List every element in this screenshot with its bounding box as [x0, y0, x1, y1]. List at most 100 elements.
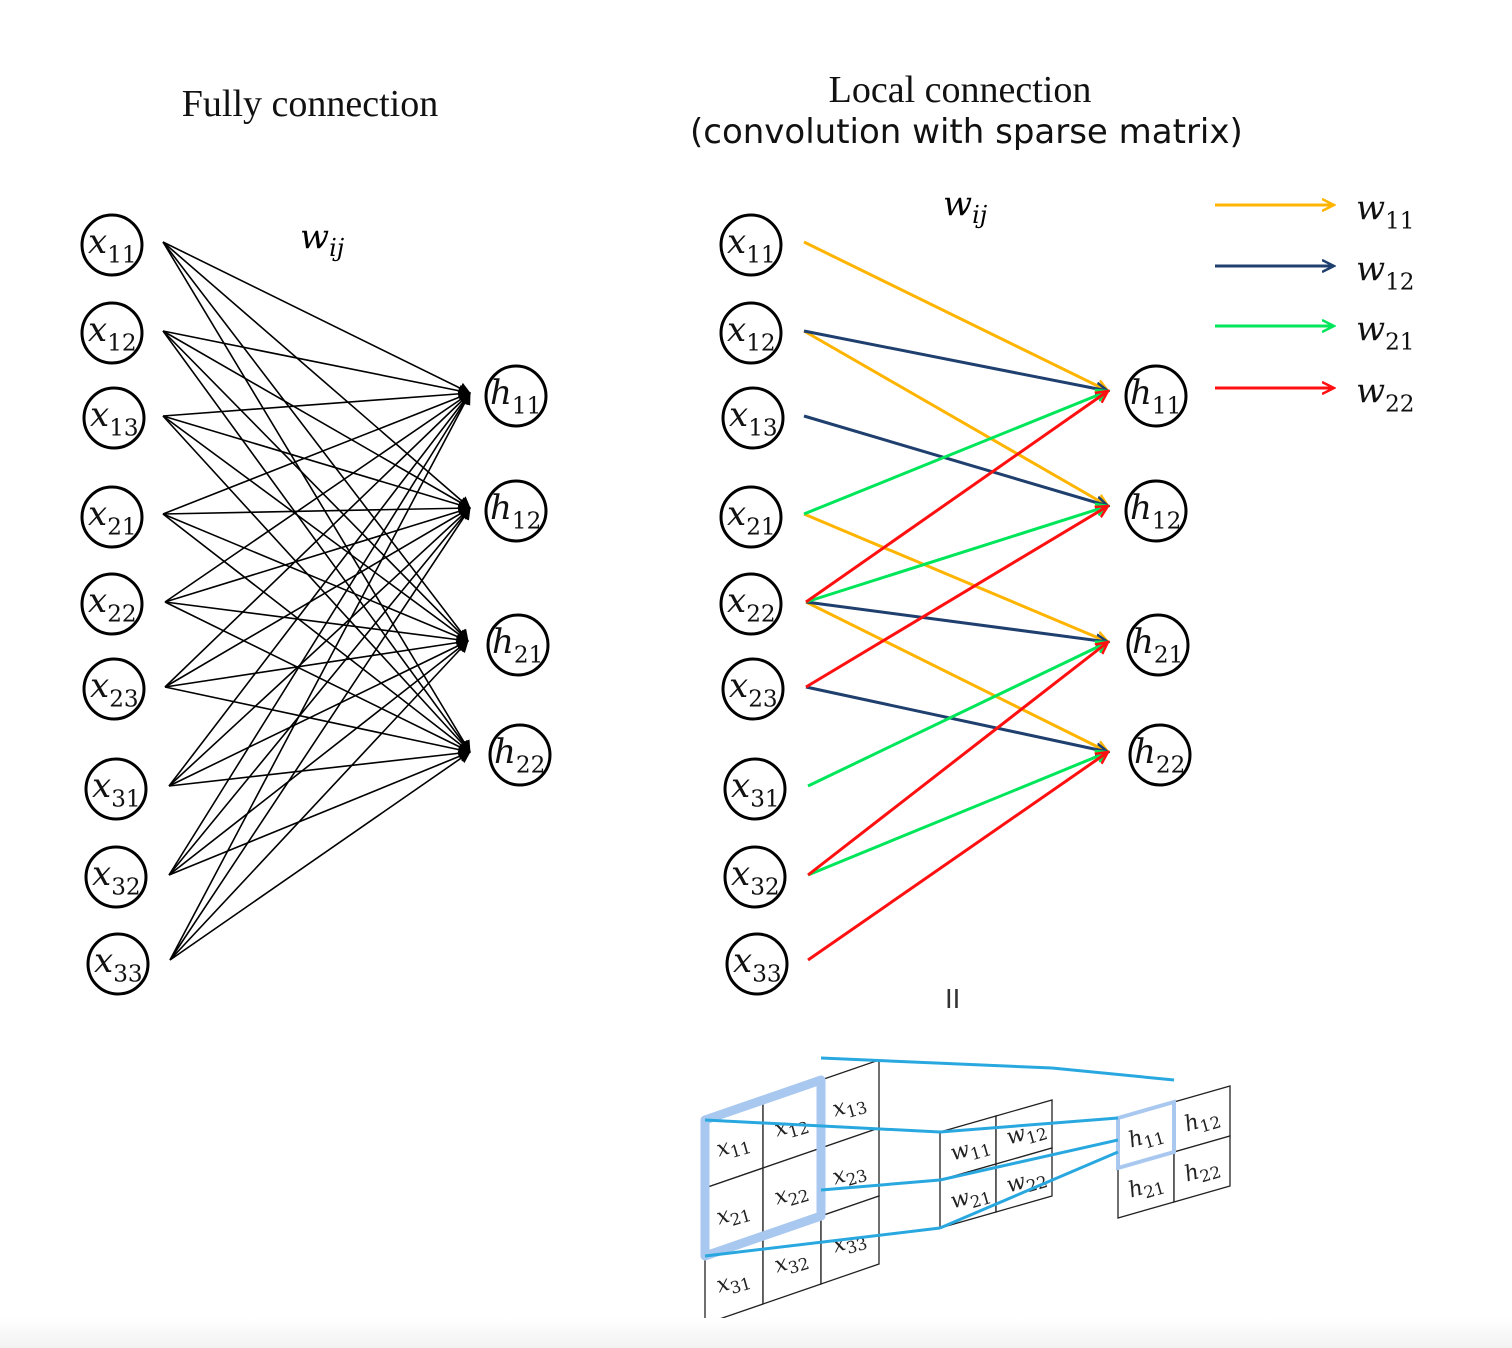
legend-item-w21: w21 [1215, 309, 1415, 356]
node-circle [723, 845, 787, 909]
input-node-x31: x31 [723, 757, 787, 821]
local-connection-edges [803, 240, 1108, 962]
edge-x31-to-h11 [168, 392, 471, 787]
edge-x11-to-h22 [162, 241, 471, 753]
node-circle [723, 757, 787, 821]
legend-label: w21 [1356, 309, 1415, 356]
node-circle [719, 301, 783, 365]
edge-x21-to-h12 [162, 502, 471, 515]
input-node-label: x13 [729, 395, 778, 442]
node-circle [488, 723, 552, 787]
node-circle [721, 657, 785, 721]
input-node-x32: x32 [723, 845, 787, 909]
grid-cell-label-h12: h12 [1182, 1104, 1224, 1141]
edge-x33-to-h12 [169, 507, 471, 961]
equals-sign: II [945, 985, 960, 1015]
edge-x22-to-h11 [164, 392, 471, 603]
local-connection-subtitle: (convolution with sparse matrix) [690, 112, 1243, 152]
input-node-label: x13 [90, 395, 139, 442]
node-circle [486, 613, 550, 677]
edge-x13-to-h12 [162, 415, 471, 511]
edge-x13-to-h12-w12 [803, 414, 1108, 506]
edge-x32-to-h12 [168, 507, 471, 876]
projection-line [939, 1138, 1119, 1182]
output-node-h11: h11 [1124, 364, 1188, 428]
convolution-3d-illustration: x11x12x13x21x22x23x31x32x33w11w12w21w22h… [700, 1056, 1231, 1325]
edge-x31-to-h21 [168, 640, 469, 787]
output-node-h22: h22 [1128, 723, 1192, 787]
bottom-shadow-bar [0, 1318, 1512, 1348]
node-circle [1126, 613, 1190, 677]
edge-x31-to-h21-w21 [807, 642, 1108, 788]
edge-x13-to-h21 [162, 415, 469, 642]
node-circle [1124, 479, 1188, 543]
input-node-x23: x23 [82, 657, 146, 721]
edge-x23-to-h12-w22 [805, 506, 1108, 689]
edge-x12-to-h12-w11 [803, 329, 1108, 506]
edge-x33-to-h22-w22 [807, 752, 1108, 962]
input-node-x13: x13 [721, 386, 785, 450]
right-weight-label: wij [943, 184, 988, 229]
edge-x22-to-h21 [164, 601, 469, 646]
edge-x22-to-h12 [164, 505, 471, 603]
input-node-label: x11 [88, 222, 137, 269]
edge-x33-to-h11 [169, 392, 471, 961]
node-circle [80, 572, 144, 636]
node-circle [484, 479, 548, 543]
edge-x32-to-h21 [168, 640, 469, 876]
output-node-label: h21 [492, 622, 543, 669]
node-circle [719, 485, 783, 549]
input-node-label: x32 [92, 854, 141, 901]
input-node-label: x33 [94, 941, 143, 988]
grid-cell-label-h22: h22 [1182, 1154, 1224, 1191]
input-node-label: x32 [731, 854, 780, 901]
edge-x22-to-h21-w12 [805, 600, 1108, 642]
output-node-h12: h12 [484, 479, 548, 543]
edge-x32-to-h11 [168, 392, 471, 876]
input-node-x11: x11 [719, 213, 783, 277]
node-circle [84, 845, 148, 909]
fully-connected-edges [162, 241, 471, 961]
edge-x13-to-h11 [162, 387, 471, 417]
edge-x11-to-h11 [162, 241, 471, 394]
output-node-label: h21 [1132, 622, 1183, 669]
edge-x21-to-h11 [162, 391, 471, 515]
edge-x21-to-h11-w21 [803, 391, 1108, 516]
legend-item-w12: w12 [1215, 249, 1415, 296]
projection-line [820, 1178, 941, 1192]
output-node-label: h22 [1134, 732, 1185, 779]
output-node-h21: h21 [1126, 613, 1190, 677]
output-node-h22: h22 [488, 723, 552, 787]
edge-x32-to-h22-w21 [807, 752, 1108, 877]
edge-x12-to-h21 [162, 330, 469, 642]
edge-x32-to-h21-w22 [807, 642, 1108, 877]
edge-x23-to-h22-w12 [805, 685, 1108, 752]
input-node-x31: x31 [84, 757, 148, 821]
edge-x23-to-h11 [164, 392, 471, 688]
node-circle [82, 657, 146, 721]
input-node-x23: x23 [721, 657, 785, 721]
legend-label: w11 [1356, 188, 1415, 235]
node-circle [80, 485, 144, 549]
edge-x21-to-h21 [162, 513, 469, 643]
legend-label: w12 [1356, 249, 1415, 296]
edge-x31-to-h22 [168, 747, 471, 787]
output-node-label: h22 [494, 732, 545, 779]
edge-x33-to-h21 [169, 640, 469, 961]
edge-x12-to-h11-w12 [803, 329, 1108, 391]
fully-connection-title: Fully connection [181, 83, 439, 125]
projection-line [939, 1116, 1119, 1134]
input-node-x33: x33 [86, 932, 150, 996]
input-node-x21: x21 [80, 485, 144, 549]
input-node-label: x22 [88, 581, 137, 628]
input-node-label: x21 [727, 494, 776, 541]
input-node-x32: x32 [84, 845, 148, 909]
output-node-label: h11 [1130, 373, 1181, 420]
grid-cell [1173, 1135, 1231, 1203]
edge-x21-to-h21-w11 [803, 512, 1108, 642]
